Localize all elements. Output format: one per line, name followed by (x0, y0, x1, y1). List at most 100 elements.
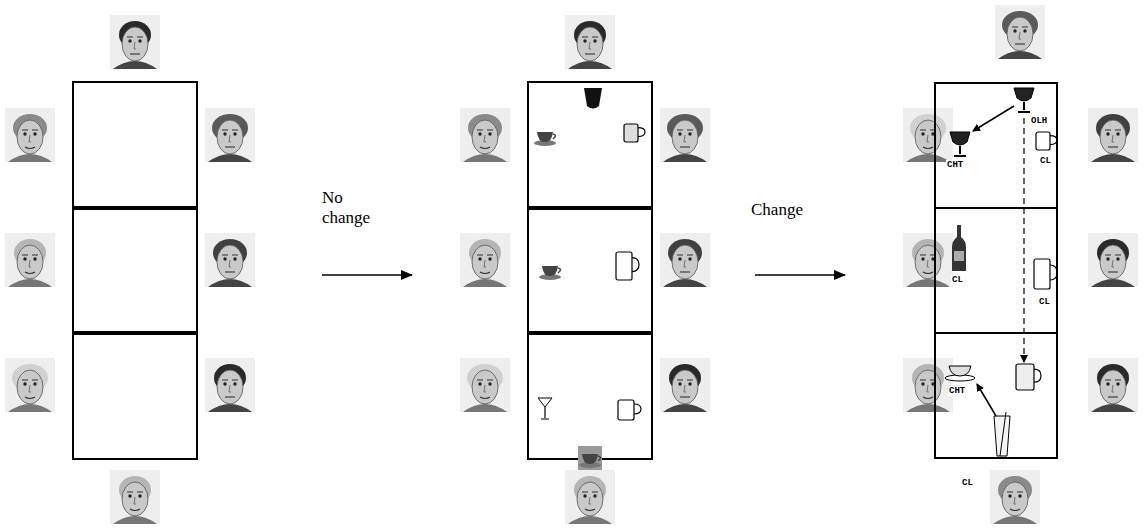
nose (484, 135, 486, 142)
eye (128, 494, 131, 497)
face (17, 245, 43, 279)
face (472, 370, 498, 404)
face (672, 120, 698, 154)
shoulders (1091, 279, 1135, 287)
eye (1106, 382, 1109, 385)
mouth (480, 397, 490, 399)
brows (222, 129, 238, 130)
table-box (73, 207, 197, 334)
shoulders (113, 61, 157, 69)
face-photo (110, 15, 160, 69)
shoulders (993, 516, 1037, 524)
eye (223, 382, 226, 385)
brows (222, 379, 238, 380)
eye (1116, 257, 1119, 260)
nose (927, 260, 929, 267)
eye (478, 382, 481, 385)
icon-ground (578, 446, 602, 470)
drink-code: CL (1039, 156, 1052, 166)
photo-ground (460, 108, 510, 162)
face (1100, 245, 1126, 279)
photo-ground (460, 358, 510, 412)
brows (582, 491, 598, 492)
mouth (1010, 509, 1020, 511)
face (915, 120, 941, 154)
brows (22, 254, 38, 255)
face (915, 370, 941, 404)
face-photo (903, 358, 953, 412)
mouth (25, 272, 35, 274)
eye (1106, 257, 1109, 260)
shoulders (463, 279, 507, 287)
eye (478, 257, 481, 260)
brows (127, 36, 143, 37)
eye (33, 382, 36, 385)
brows (1007, 491, 1023, 492)
drink-code: CL (951, 275, 964, 285)
transition-arrow (322, 274, 412, 276)
face (17, 370, 43, 404)
face-photo (5, 233, 55, 287)
eye (23, 382, 26, 385)
face (672, 370, 698, 404)
photo-ground (5, 358, 55, 412)
mouth (1108, 146, 1118, 147)
mouth (1108, 271, 1118, 272)
photo-ground (990, 470, 1040, 524)
coffee-cup-icon (534, 132, 556, 146)
table-box (73, 332, 197, 459)
eye (678, 382, 681, 385)
brows (1105, 129, 1121, 130)
eye (23, 257, 26, 260)
brows (477, 129, 493, 130)
eye (593, 494, 596, 497)
face (122, 27, 148, 61)
photo-ground (460, 233, 510, 287)
face-photo (460, 233, 510, 287)
eye (223, 257, 226, 260)
face-photo (903, 233, 953, 287)
table-box: CLCL (934, 207, 1058, 334)
face-photo (110, 470, 160, 524)
photo-ground (903, 233, 953, 287)
face-photo (460, 358, 510, 412)
mug-icon (1036, 132, 1057, 150)
face-photo (660, 108, 710, 162)
photo-ground (995, 5, 1045, 59)
table-box (528, 332, 652, 459)
photo-ground (660, 233, 710, 287)
eye (488, 382, 491, 385)
nose (229, 135, 231, 142)
face-photo (1088, 108, 1138, 162)
eye (593, 39, 596, 42)
face-photo (660, 358, 710, 412)
eye (233, 382, 236, 385)
table-box (528, 207, 652, 334)
eye (23, 132, 26, 135)
shoulders (998, 51, 1042, 59)
nose (684, 385, 686, 392)
brows (677, 254, 693, 255)
eye (1023, 29, 1026, 32)
brows (22, 379, 38, 380)
eye (688, 257, 691, 260)
photo-ground (903, 108, 953, 162)
transition-label: Change (751, 200, 803, 220)
shoulders (208, 404, 252, 412)
face-photo (5, 108, 55, 162)
photo-ground (110, 15, 160, 69)
face-photo (565, 15, 615, 69)
drink-code: OLH (1030, 116, 1048, 126)
pass-arrow (1023, 118, 1024, 362)
brows (127, 491, 143, 492)
face (472, 120, 498, 154)
face-photo (565, 470, 615, 524)
eye (488, 257, 491, 260)
eye (1116, 132, 1119, 135)
mouth (480, 147, 490, 149)
mug-icon (1034, 259, 1057, 289)
photo-ground (565, 470, 615, 524)
nose (589, 497, 591, 504)
photo-ground (660, 358, 710, 412)
pass-arrow (977, 384, 996, 416)
